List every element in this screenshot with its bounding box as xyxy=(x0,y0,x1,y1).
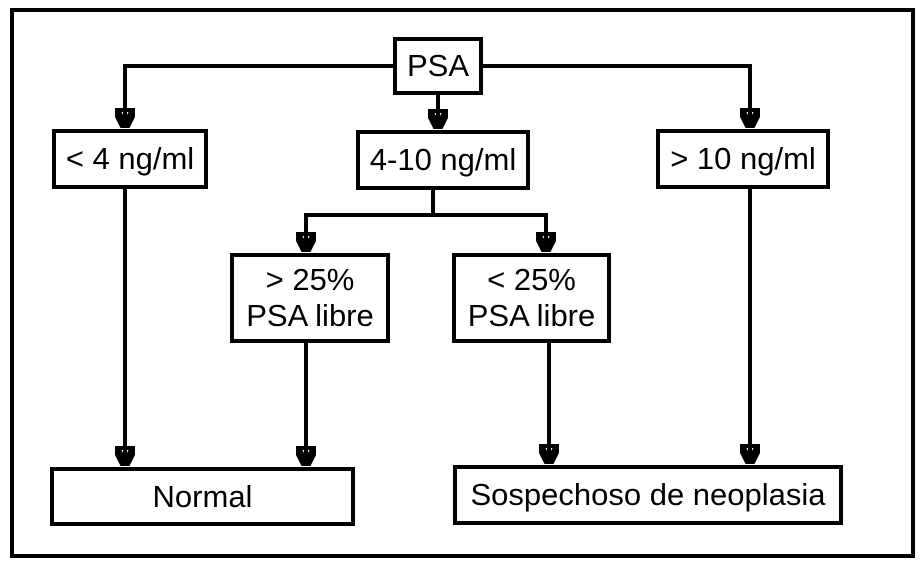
node-outcome-neoplasia: Sospechoso de neoplasia xyxy=(453,465,843,525)
node-outcome-neoplasia-label: Sospechoso de neoplasia xyxy=(470,477,826,512)
connector-psa-to-gt10 xyxy=(483,64,750,126)
node-free-psa-under-25-line2: PSA libre xyxy=(467,298,596,333)
node-psa-4-to-10-label: 4-10 ng/ml xyxy=(369,142,517,177)
node-psa-label: PSA xyxy=(406,48,470,83)
node-psa-over-10-label: > 10 ng/ml xyxy=(670,141,816,176)
node-psa-under-4: < 4 ng/ml xyxy=(52,129,208,189)
outer-border xyxy=(10,8,915,558)
node-psa: PSA xyxy=(393,37,483,95)
node-psa-under-4-label: < 4 ng/ml xyxy=(65,141,195,176)
node-outcome-normal: Normal xyxy=(50,467,355,526)
node-free-psa-over-25: > 25% PSA libre xyxy=(230,253,390,343)
connector-psa-to-lt4 xyxy=(125,64,393,126)
node-free-psa-under-25: < 25% PSA libre xyxy=(452,253,611,343)
node-free-psa-over-25-line1: > 25% xyxy=(265,262,355,297)
node-free-psa-over-25-line2: PSA libre xyxy=(246,298,374,333)
node-psa-4-to-10: 4-10 ng/ml xyxy=(356,130,530,190)
node-free-psa-under-25-line1: < 25% xyxy=(487,262,576,297)
node-psa-over-10: > 10 ng/ml xyxy=(656,129,830,189)
node-outcome-normal-label: Normal xyxy=(152,478,253,514)
